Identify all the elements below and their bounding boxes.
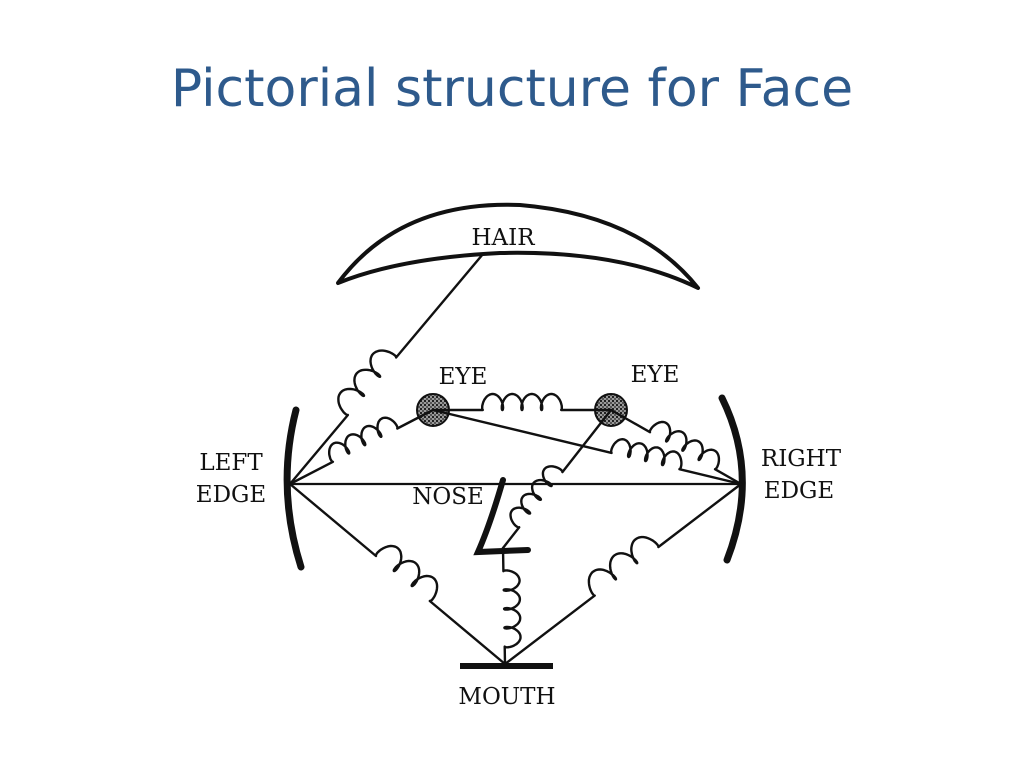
label-left-edge-line2: EDGE bbox=[196, 482, 266, 508]
label-right-edge-line1: RIGHT bbox=[761, 446, 842, 472]
label-left-edge-line1: LEFT bbox=[199, 450, 263, 476]
label-nose: NOSE bbox=[412, 484, 484, 510]
label-mouth: MOUTH bbox=[458, 684, 555, 710]
spring-right-eye-to-right-edge bbox=[609, 408, 743, 486]
label-left-eye: EYE bbox=[439, 364, 488, 390]
spring-left-edge-to-left-eye bbox=[288, 408, 435, 486]
hair-part bbox=[336, 202, 700, 290]
spring-nose-to-mouth bbox=[501, 546, 522, 666]
label-hair: HAIR bbox=[471, 225, 535, 251]
left-edge-part bbox=[283, 406, 305, 571]
label-right-eye: EYE bbox=[631, 362, 680, 388]
spring-mouth-to-right-edge bbox=[503, 482, 743, 666]
spring-left-eye-to-right-edge bbox=[431, 408, 743, 486]
spring-connections bbox=[288, 252, 743, 666]
right-edge-part bbox=[718, 394, 746, 564]
spring-hair-to-left-edge bbox=[288, 252, 485, 486]
label-right-edge-line2: EDGE bbox=[764, 478, 834, 504]
spring-right-eye-to-nose bbox=[501, 408, 613, 550]
spring-left-edge-to-mouth bbox=[288, 482, 507, 666]
slide-title: Pictorial structure for Face bbox=[170, 59, 854, 119]
nose-part bbox=[473, 477, 531, 556]
spring-left-eye-to-right-eye bbox=[431, 392, 613, 412]
